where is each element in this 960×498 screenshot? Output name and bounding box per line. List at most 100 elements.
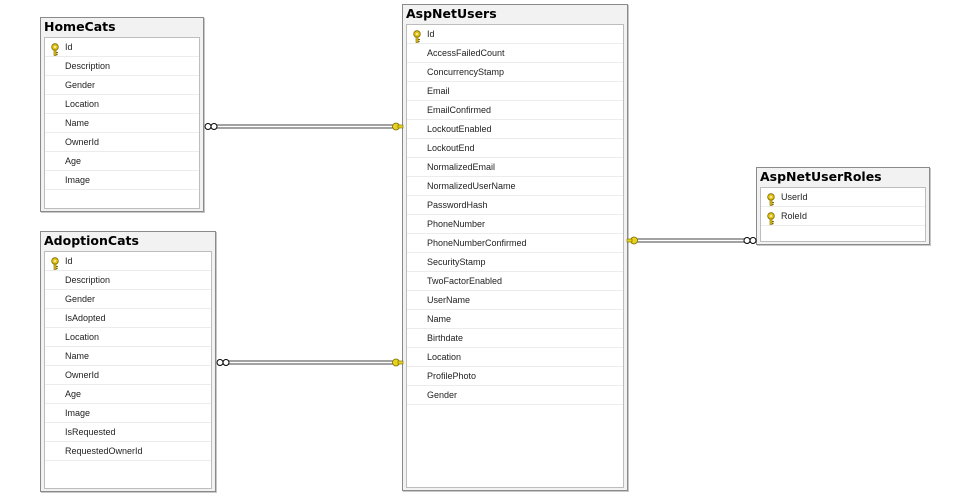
column-name: RequestedOwnerId	[65, 446, 143, 456]
column-row[interactable]: RoleId	[761, 207, 925, 226]
column-row[interactable]: Image	[45, 171, 199, 190]
column-row[interactable]: NormalizedEmail	[407, 158, 623, 177]
column-row[interactable]: EmailConfirmed	[407, 101, 623, 120]
column-row[interactable]: AccessFailedCount	[407, 44, 623, 63]
column-row[interactable]: Birthdate	[407, 329, 623, 348]
key-end-icon	[392, 122, 404, 131]
column-name: RoleId	[781, 211, 808, 221]
primary-key-icon	[411, 28, 423, 43]
column-row[interactable]: Location	[407, 348, 623, 367]
column-name: ConcurrencyStamp	[427, 67, 505, 77]
column-row[interactable]: LockoutEnd	[407, 139, 623, 158]
key-end-icon	[626, 236, 638, 245]
column-name: Name	[65, 118, 90, 128]
primary-key-icon	[49, 255, 61, 270]
column-row[interactable]: Id	[45, 38, 199, 57]
column-name: Description	[65, 275, 111, 285]
column-row[interactable]: Name	[407, 310, 623, 329]
relationship-aspnetuserroles-aspnetusers[interactable]	[626, 236, 757, 245]
column-row[interactable]: Location	[45, 328, 211, 347]
column-row[interactable]: OwnerId	[45, 133, 199, 152]
column-name: Id	[65, 42, 73, 52]
column-name: LockoutEnd	[427, 143, 475, 153]
column-row[interactable]: UserId	[761, 188, 925, 207]
column-row[interactable]: Email	[407, 82, 623, 101]
column-name: Description	[65, 61, 111, 71]
primary-key-icon	[765, 191, 777, 206]
column-row[interactable]: SecurityStamp	[407, 253, 623, 272]
column-row[interactable]: Gender	[45, 290, 211, 309]
column-row[interactable]: ConcurrencyStamp	[407, 63, 623, 82]
column-row[interactable]: Description	[45, 57, 199, 76]
table-title: AspNetUsers	[406, 6, 497, 21]
table-title: AdoptionCats	[44, 233, 139, 248]
column-row[interactable]: Gender	[407, 386, 623, 405]
column-row[interactable]: IsRequested	[45, 423, 211, 442]
column-name: Id	[427, 29, 435, 39]
many-end-icon	[743, 237, 757, 244]
relationship-adoptioncats-aspnetusers[interactable]	[216, 358, 404, 367]
column-row[interactable]: IsAdopted	[45, 309, 211, 328]
column-name: PasswordHash	[427, 200, 488, 210]
column-row[interactable]: Age	[45, 152, 199, 171]
column-name: NormalizedEmail	[427, 162, 496, 172]
table-title: AspNetUserRoles	[760, 169, 882, 184]
column-name: IsAdopted	[65, 313, 106, 323]
column-name: PhoneNumberConfirmed	[427, 238, 527, 248]
column-row[interactable]: Location	[45, 95, 199, 114]
column-name: Image	[65, 175, 91, 185]
column-name: Gender	[427, 390, 458, 400]
column-name: Gender	[65, 294, 96, 304]
column-name: Age	[65, 156, 82, 166]
column-name: Location	[427, 352, 462, 362]
column-row[interactable]: ProfilePhoto	[407, 367, 623, 386]
column-row[interactable]: PhoneNumberConfirmed	[407, 234, 623, 253]
column-row[interactable]: Name	[45, 347, 211, 366]
column-row[interactable]: Name	[45, 114, 199, 133]
column-name: Gender	[65, 80, 96, 90]
column-row[interactable]: OwnerId	[45, 366, 211, 385]
column-name: Name	[427, 314, 452, 324]
column-row[interactable]: Age	[45, 385, 211, 404]
column-name: Id	[65, 256, 73, 266]
column-name: LockoutEnabled	[427, 124, 492, 134]
column-name: UserName	[427, 295, 471, 305]
column-row[interactable]: Gender	[45, 76, 199, 95]
many-end-icon	[204, 123, 218, 130]
column-name: Birthdate	[427, 333, 464, 343]
relationship-homecats-aspnetusers[interactable]	[204, 122, 404, 131]
primary-key-icon	[765, 210, 777, 225]
column-row[interactable]: UserName	[407, 291, 623, 310]
column-row[interactable]: NormalizedUserName	[407, 177, 623, 196]
column-name: Name	[65, 351, 90, 361]
column-name: OwnerId	[65, 370, 100, 380]
column-row[interactable]: Id	[45, 252, 211, 271]
column-name: Location	[65, 99, 100, 109]
column-name: PhoneNumber	[427, 219, 486, 229]
column-name: AccessFailedCount	[427, 48, 505, 58]
column-row[interactable]: Image	[45, 404, 211, 423]
column-name: Location	[65, 332, 100, 342]
column-row[interactable]: PhoneNumber	[407, 215, 623, 234]
column-name: UserId	[781, 192, 808, 202]
column-row[interactable]: TwoFactorEnabled	[407, 272, 623, 291]
column-name: SecurityStamp	[427, 257, 486, 267]
column-name: ProfilePhoto	[427, 371, 477, 381]
column-row[interactable]: LockoutEnabled	[407, 120, 623, 139]
column-name: OwnerId	[65, 137, 100, 147]
column-name: EmailConfirmed	[427, 105, 492, 115]
column-name: NormalizedUserName	[427, 181, 516, 191]
column-row[interactable]: Description	[45, 271, 211, 290]
table-title: HomeCats	[44, 19, 116, 34]
column-row[interactable]: Id	[407, 25, 623, 44]
column-row[interactable]: PasswordHash	[407, 196, 623, 215]
column-row[interactable]: RequestedOwnerId	[45, 442, 211, 461]
column-name: Email	[427, 86, 450, 96]
